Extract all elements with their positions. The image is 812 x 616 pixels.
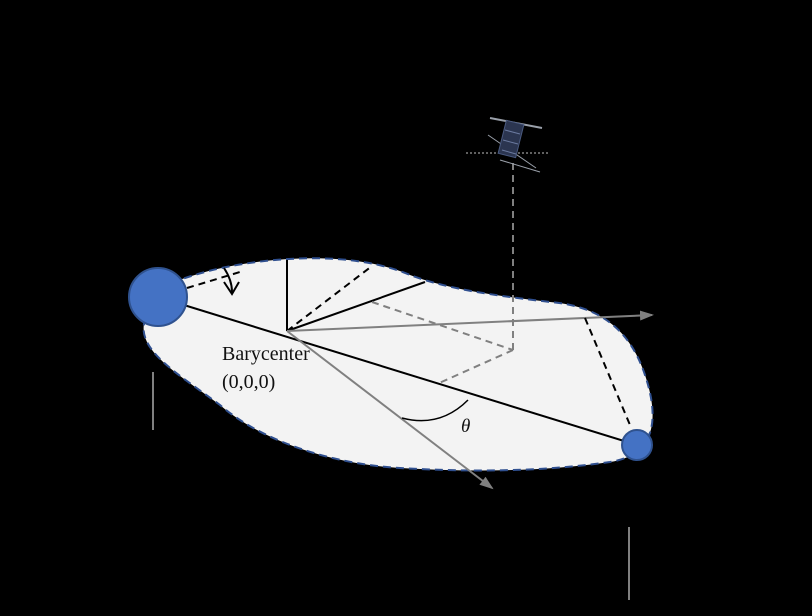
satellite-icon [466,117,550,173]
x-axis-arrow [286,310,654,332]
dashed-line-small-body [584,317,631,426]
body-connecting-line [157,296,638,446]
projection-dashed-1 [371,301,514,351]
rotation-arrow-icon [223,267,233,293]
theta-label: θ [461,416,470,437]
theta-arc [401,399,469,422]
y-axis-arrow [286,330,494,490]
projection-dashed-2 [436,349,514,385]
dashed-line-large-body [186,271,241,289]
rotation-arrow-head [223,281,240,296]
barycenter-coords-label: (0,0,0) [222,371,275,393]
large-body [128,267,188,327]
barycenter-label: Barycenter [222,343,310,365]
barycenter-dashed-line [286,265,373,332]
orbital-plane [142,257,654,472]
barycenter-solid-line [286,281,426,332]
small-body [621,429,653,461]
